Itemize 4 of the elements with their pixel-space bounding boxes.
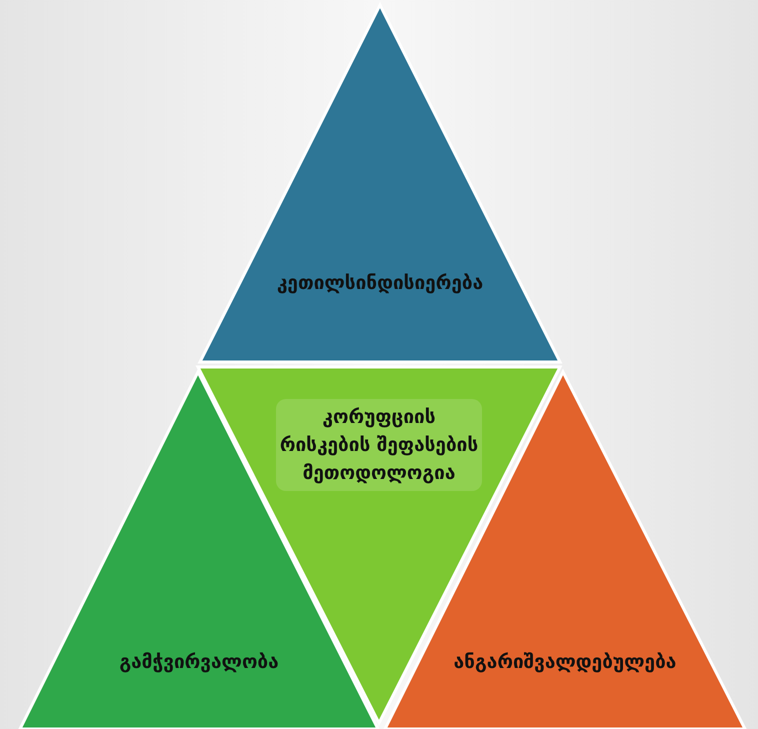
center-title: კორუფციის რისკების შეფასების მეთოდოლოგია bbox=[276, 399, 482, 491]
segment-label: კეთილსინდისიერება bbox=[276, 271, 484, 296]
segment-label: ანგარიშვალდებულება bbox=[452, 650, 678, 675]
segment-label: გამჭვირვალობა bbox=[118, 650, 280, 675]
